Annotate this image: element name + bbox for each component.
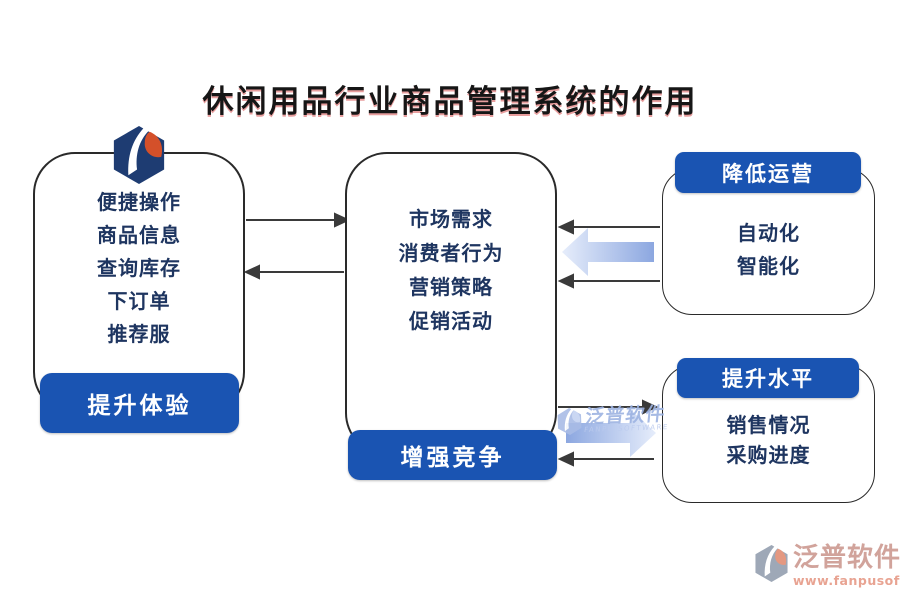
fanpu-watermark-icon: [557, 408, 582, 436]
list-item: 市场需求: [409, 207, 493, 231]
fanpu-logo-icon: [113, 126, 165, 184]
center-panel: 市场需求 消费者行为 营销策略 促销活动 增强竞争: [345, 152, 557, 480]
list-item: 销售情况: [726, 413, 811, 437]
arrow-righttop-to-center-upper-icon: [557, 219, 660, 235]
list-item: 推荐服: [107, 322, 171, 346]
fanpu-footer-logo-icon: [755, 545, 788, 582]
watermark: 泛普软件 FANPU SOFTWARE: [556, 403, 671, 436]
improve-experience-label: 提升体验: [40, 373, 239, 433]
reduce-operation-header: 降低运营: [675, 152, 861, 193]
arrow-righttop-to-center-lower-icon: [557, 273, 660, 289]
list-item: 促销活动: [409, 309, 493, 333]
list-item: 采购进度: [726, 443, 811, 467]
footer-text: 泛普软件 www.fanpusoft.com: [793, 544, 900, 588]
list-item: 自动化: [737, 221, 800, 245]
right-bottom-items: 销售情况 采购进度: [663, 366, 874, 470]
list-item: 消费者行为: [398, 241, 504, 265]
right-bottom-panel: 提升水平 销售情况 采购进度: [662, 358, 875, 503]
list-item: 营销策略: [409, 275, 493, 299]
list-item: 商品信息: [97, 223, 181, 247]
footer-brand-name: 泛普软件: [793, 543, 900, 573]
list-item: 便捷操作: [97, 190, 181, 214]
improve-level-header: 提升水平: [677, 358, 859, 398]
list-item: 查询库存: [97, 256, 181, 280]
block-arrow-right-icon: [566, 409, 656, 457]
enhance-competition-label: 增强竞争: [348, 430, 557, 480]
page-title: 休闲用品行业商品管理系统的作用: [202, 84, 698, 120]
arrow-rightbottom-to-center-icon: [557, 451, 654, 467]
block-arrow-left-icon: [562, 228, 654, 276]
arrow-left-to-center-icon: [246, 212, 351, 228]
arrow-center-to-rightbottom-icon: [558, 399, 659, 415]
watermark-text: 泛普软件 FANPU SOFTWARE: [584, 403, 671, 434]
center-panel-items: 市场需求 消费者行为 营销策略 促销活动: [347, 154, 555, 338]
right-top-panel: 降低运营 自动化 智能化: [662, 152, 875, 315]
list-item: 智能化: [737, 254, 800, 278]
list-item: 下订单: [107, 289, 171, 313]
left-panel-items: 便捷操作 商品信息 查询库存 下订单 推荐服: [35, 154, 243, 351]
footer-url: www.fanpusoft.com: [793, 572, 900, 588]
left-panel: 便捷操作 商品信息 查询库存 下订单 推荐服 提升体验: [33, 126, 245, 433]
arrow-center-to-left-icon: [243, 264, 344, 280]
footer-brand: 泛普软件 www.fanpusoft.com: [753, 544, 900, 588]
right-top-items: 自动化 智能化: [663, 169, 874, 283]
